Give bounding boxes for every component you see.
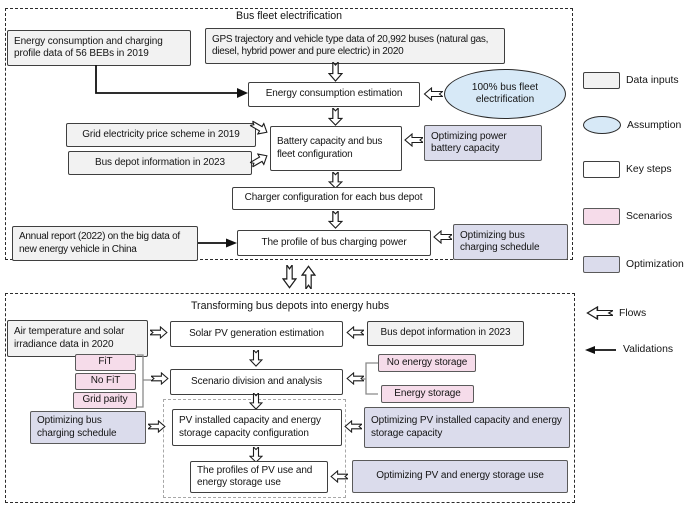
legend-scenarios: Scenarios xyxy=(583,208,672,225)
flow-arrow-left xyxy=(433,230,452,244)
key-steps-swatch-icon xyxy=(583,161,620,178)
flow-arrow-left xyxy=(346,372,364,385)
step-profile-box: The profile of bus charging power xyxy=(237,230,431,256)
opt-charging-schedule-box: Optimizing bus charging schedule xyxy=(453,224,568,260)
step-solar-pv-box: Solar PV generation estimation xyxy=(170,321,343,347)
flow-arrow-down xyxy=(249,393,263,410)
flow-arrow-down xyxy=(328,62,343,82)
section-title-top: Bus fleet electrification xyxy=(236,10,342,22)
step-energy-estimation-box: Energy consumption estimation xyxy=(248,82,420,107)
flow-arrow-up-right xyxy=(248,153,268,169)
opt-pv-use-box: Optimizing PV and energy storage use xyxy=(352,460,568,493)
legend-label: Data inputs xyxy=(626,75,679,86)
section-title-bottom: Transforming bus depots into energy hubs xyxy=(190,300,390,312)
scenario-storage-box: Energy storage xyxy=(381,385,474,403)
flow-arrow-left xyxy=(344,420,362,433)
step-battery-box: Battery capacity and bus fleet configura… xyxy=(270,126,402,171)
opt-bus-schedule-box: Optimizing bus charging schedule xyxy=(30,411,146,444)
scenario-grid-parity-box: Grid parity xyxy=(73,392,137,409)
section-energy-hubs xyxy=(5,293,575,503)
legend-key-steps: Key steps xyxy=(583,161,672,178)
flow-arrow-left xyxy=(423,87,443,101)
scenario-no-storage-box: No energy storage xyxy=(378,354,476,372)
assumption-swatch-icon xyxy=(583,116,621,134)
validation-arrow-icon xyxy=(585,345,616,354)
step-pv-capacity-box: PV installed capacity and energy storage… xyxy=(172,409,342,446)
bracket-right-scenarios xyxy=(362,362,378,395)
legend-label: Flows xyxy=(619,307,647,319)
input-grid-price-box: Grid electricity price scheme in 2019 xyxy=(66,123,256,147)
step-charger-box: Charger configuration for each bus depot xyxy=(232,187,435,210)
input-annual-report-box: Annual report (2022) on the big data of … xyxy=(12,226,198,261)
legend-label: Scenarios xyxy=(626,211,673,222)
flow-arrow-down-right xyxy=(248,119,268,135)
step-pv-profiles-box: The profiles of PV use and energy storag… xyxy=(190,461,328,493)
legend-label: Assumption xyxy=(627,119,682,131)
flow-arrow-down xyxy=(328,211,343,229)
input-energy-profile-box: Energy consumption and charging profile … xyxy=(7,30,191,66)
legend-label: Key steps xyxy=(626,164,672,175)
optimization-swatch-icon xyxy=(583,256,620,273)
legend-optimization: Optimization xyxy=(583,256,684,273)
scenario-no-fit-box: No FiT xyxy=(75,373,136,390)
input-bus-depot-box: Bus depot information in 2023 xyxy=(68,151,252,175)
flow-arrow-right xyxy=(151,372,169,385)
flow-arrow-right xyxy=(150,326,168,339)
legend-data-inputs: Data inputs xyxy=(583,72,679,89)
flow-arrow-left xyxy=(330,470,348,483)
input-gps-box: GPS trajectory and vehicle type data of … xyxy=(205,28,505,64)
flow-arrow-down xyxy=(249,350,263,367)
flow-arrow-down xyxy=(328,172,343,189)
legend-validations: Validations xyxy=(584,344,673,355)
flow-arrow-down xyxy=(282,265,297,289)
bracket-left-scenarios xyxy=(137,354,151,408)
scenarios-swatch-icon xyxy=(583,208,620,225)
flow-arrow-left-icon xyxy=(586,306,613,320)
input-air-solar-box: Air temperature and solar irradiance dat… xyxy=(7,320,148,357)
flow-arrow-left xyxy=(346,326,364,339)
step-scenario-division-box: Scenario division and analysis xyxy=(170,369,343,395)
flow-arrow-down xyxy=(249,447,263,463)
scenario-fit-box: FiT xyxy=(75,354,136,371)
flow-arrow-down xyxy=(328,108,343,126)
opt-battery-box: Optimizing power battery capacity xyxy=(424,125,542,161)
legend-assumption: Assumption xyxy=(583,116,681,134)
legend-label: Optimization xyxy=(626,259,684,270)
flow-arrow-left xyxy=(404,133,423,147)
opt-pv-capacity-box: Optimizing PV installed capacity and ene… xyxy=(364,407,570,448)
data-inputs-swatch-icon xyxy=(583,72,620,89)
section-bus-fleet-electrification xyxy=(5,8,573,260)
flow-arrow-right xyxy=(148,420,166,433)
legend-label: Validations xyxy=(623,344,674,355)
validation-arrow-elbow xyxy=(95,65,248,98)
validation-arrow xyxy=(198,238,237,248)
assumption-ellipse: 100% bus fleet electrification xyxy=(444,69,566,119)
flow-arrow-up xyxy=(301,265,316,289)
legend-flows: Flows xyxy=(586,306,646,320)
input-bus-depot-box-2: Bus depot information in 2023 xyxy=(367,321,524,346)
